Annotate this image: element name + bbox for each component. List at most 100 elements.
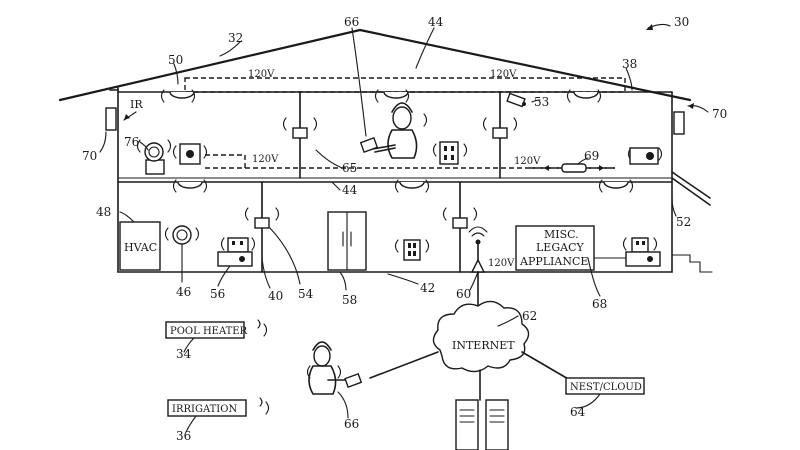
wireless-signal-icon [160,89,165,103]
thermostat-icon [144,142,165,175]
ref-60: 60 [456,287,471,301]
power-outlet-icon [439,141,459,165]
wireless-signal-icon [423,113,428,127]
wireless-signal-icon [394,239,399,253]
ref-62: 62 [522,309,537,323]
wireless-signal-icon [191,89,196,103]
refrigerator-icon [327,211,367,271]
server-icon [485,399,509,450]
pendant-light-icon [452,181,468,229]
wireless-signal-icon [337,365,342,379]
ceiling-lights [169,91,629,189]
wireless-signal-icon [658,147,663,161]
wireless-signal-icon [473,207,478,221]
power-outlet-icon [625,237,661,267]
wireless-signal-icon [251,237,256,251]
wireless-signal-icon [482,117,487,131]
wireless-signal-icon [513,117,518,131]
misc-label-1: MISC. [544,228,579,241]
ceiling-light-icon [177,181,203,189]
ref-44: 44 [342,183,358,197]
power-outlet-icon [629,147,659,165]
ref-54: 54 [298,287,314,301]
ref-70: 70 [712,107,727,121]
irrigation-box [167,399,247,417]
misc-legacy-appliance: MISC. LEGACY APPLIANCE [515,225,595,271]
wireless-signal-icon [405,89,410,103]
ceiling-light-icon [573,91,599,99]
security-camera-icon [506,92,526,108]
wireless-signal-icon [313,117,318,131]
wireless-signal-icon [244,207,249,221]
wireless-signal-icon [164,227,169,241]
wireless-signal-icon [220,237,225,251]
pendant-light-icon [254,181,270,229]
ref-48: 48 [96,205,111,219]
network: INTERNET NEST/CLOUD [369,271,645,450]
wireless-signal-icon [282,117,287,131]
wireless-signal-icon [172,145,177,159]
wireless-signal-icon [136,139,141,153]
ref-36: 36 [176,429,191,443]
power-outlet-icon [403,239,421,261]
wireless-signal-icon [629,179,634,193]
ref-34: 34 [176,347,192,361]
voltage-label: 120V [490,69,517,80]
ref-64: 64 [570,405,586,419]
misc-label-2: LEGACY [536,241,584,254]
wireless-signal-icon [263,323,268,337]
ref-40: 40 [268,289,283,303]
ref-52: 52 [676,215,691,229]
person-with-tablet-icon [308,341,363,395]
power-outlet-icon [179,143,201,165]
internet-cloud-icon [432,300,530,373]
pool-heater-box [165,321,245,339]
wireless-signal-icon [432,143,437,157]
pool-heater-label: POOL HEATER [170,326,248,337]
wireless-signal-icon [425,239,430,253]
ref-38: 38 [622,57,637,71]
wireless-signal-icon [374,89,379,103]
nest-cloud-label: NEST/CLOUD [570,382,642,393]
ref-69: 69 [584,149,599,163]
hvac-label: HVAC [124,241,157,254]
ref-58: 58 [342,293,357,307]
ref-44: 44 [428,15,444,29]
wireless-signal-icon [203,145,208,159]
ref-42: 42 [420,281,435,295]
wireless-signal-icon [167,139,172,153]
voltage-label: 120V [252,154,279,165]
wireless-signal-icon [442,207,447,221]
wireless-signal-icon [622,237,627,251]
ceiling-light-icon [383,91,409,99]
wireless-signal-icon [195,227,200,241]
ref-30: 30 [674,15,689,29]
ref-68: 68 [592,297,607,311]
exterior-sensor-left [105,107,117,131]
reference-numerals: 30 32 44 50 66 38 53 70 70 76 65 44 69 4… [82,15,727,443]
ir-label: IR [130,98,143,111]
ref-56: 56 [210,287,225,301]
smart-appliance-icon [543,163,605,173]
thermostat-icon [172,225,192,245]
ref-76: 76 [124,135,139,149]
roof-line [58,28,692,102]
ref-50: 50 [168,53,183,67]
ceiling-light-icon [603,181,629,189]
wireless-signal-icon [598,179,603,193]
server-icon [455,399,479,450]
hvac-unit: HVAC [119,221,161,271]
leader-lines [99,23,709,433]
ref-53: 53 [534,95,549,109]
wireless-signal-icon [172,179,177,193]
misc-label-3: APPLIANCE [519,255,588,268]
ceiling-light-icon [399,181,425,189]
pendant-light-icon [492,91,508,139]
voltage-label: 120V [248,69,275,80]
ref-46: 46 [176,285,191,299]
ref-66: 66 [344,417,359,431]
voltage-label: 120V [514,156,541,167]
internet-label: INTERNET [452,339,515,352]
wireless-signal-icon [259,397,263,407]
